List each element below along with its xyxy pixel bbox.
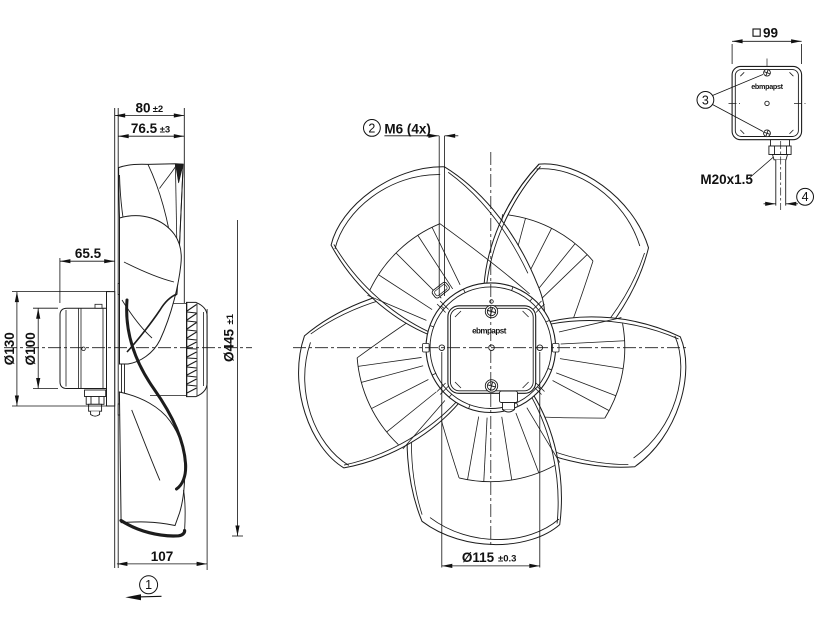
hub-screw-bottom <box>484 379 499 393</box>
rotor-fins <box>186 304 197 394</box>
dim-motor-dia: Ø100 <box>23 332 38 365</box>
blades-side <box>118 163 188 538</box>
hub-screw-top <box>484 304 499 319</box>
blade-edge-band <box>125 298 188 491</box>
dim-fan-dia-tol: ±1 <box>225 313 236 324</box>
dim-blade-depth-tol: ±3 <box>160 125 171 136</box>
dim-blade-depth-value: 76.5 <box>131 121 158 136</box>
callout-airflow-number: 1 <box>145 578 152 592</box>
terminal-box: ebmpapst <box>728 58 806 141</box>
dim-depth-value: 80 <box>135 101 150 116</box>
callout-cable: 4 <box>763 187 814 206</box>
thread-callout: M20x1.5 <box>700 156 774 187</box>
box-screw-top <box>763 68 771 77</box>
dim-box-value: 99 <box>763 25 778 40</box>
dim-bolt-circle-tol: ±0.3 <box>498 553 516 564</box>
terminal-box-view: 99 ebmpapst <box>696 25 814 210</box>
blade-root-edge <box>126 293 178 353</box>
airflow-arrow <box>125 594 162 601</box>
side-dimensions <box>12 113 243 570</box>
dim-bolt-circle: Ø115 ±0.3 <box>441 352 541 569</box>
box-center-hole <box>764 100 770 107</box>
side-dimension-labels: 80 ±2 76.5 ±3 65.5 Ø130 Ø100 Ø445 ±1 107 <box>2 101 237 564</box>
motor-cable-gland <box>84 389 107 417</box>
box-cable-gland <box>768 139 792 206</box>
box-screw-bottom <box>763 129 771 138</box>
motor-side <box>59 291 116 417</box>
callout-cover-screws-number: 3 <box>702 93 709 107</box>
hub-logo: ebmpapst <box>472 327 507 336</box>
dim-depth-tol: ±2 <box>153 104 164 115</box>
hub-gland <box>499 390 518 413</box>
hub: ebmpapst <box>422 281 560 414</box>
callout-screws: 2 M6 (4x) <box>363 119 459 296</box>
box-logo: ebmpapst <box>751 82 783 91</box>
thread-label: M20x1.5 <box>700 172 753 187</box>
front-view: ebmpapst 2 M6 (4x) <box>254 119 715 590</box>
dim-box-lines <box>731 39 802 64</box>
callout-cable-number: 4 <box>802 190 809 204</box>
callout-cover-screws: 3 <box>696 74 764 132</box>
hub-ring-ticks <box>429 286 552 409</box>
callout-screws-number: 2 <box>368 121 375 135</box>
dim-flange-dia: Ø130 <box>2 332 17 365</box>
callout-screws-label: M6 (4x) <box>384 121 431 136</box>
dim-total-depth: 107 <box>151 549 174 564</box>
dim-motor-length: 65.5 <box>75 246 102 261</box>
blade-seam-overdraw <box>483 163 541 286</box>
dim-fan-dia-value: Ø445 <box>222 328 237 362</box>
blade-tip-band <box>119 518 187 538</box>
callout-airflow: 1 <box>125 575 162 601</box>
impeller-blades <box>254 140 715 590</box>
square-symbol <box>752 28 761 37</box>
dim-bolt-circle-value: Ø115 <box>462 550 495 565</box>
side-view: 80 ±2 76.5 ±3 65.5 Ø130 Ø100 Ø445 ±1 107… <box>2 101 252 601</box>
rotor-side <box>150 301 208 398</box>
